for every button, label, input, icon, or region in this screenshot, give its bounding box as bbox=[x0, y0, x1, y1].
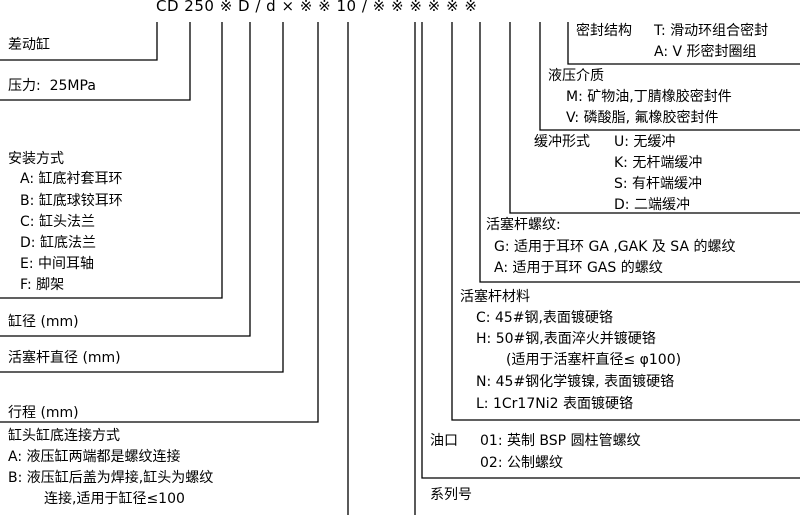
connection-title: 缸头缸底连接方式 bbox=[8, 428, 120, 444]
mounting-title: 安装方式 bbox=[8, 151, 64, 167]
line-pressure bbox=[0, 22, 191, 101]
mounting-option-d: D: 缸底法兰 bbox=[20, 235, 96, 251]
cylinder-type-label: 差动缸 bbox=[8, 37, 50, 53]
model-code: CD 250 ※ D / d × ※ ※ 10 / ※ ※ ※ ※ ※ ※ bbox=[156, 0, 478, 15]
connection-option-a: A: 液压缸两端都是螺纹连接 bbox=[8, 449, 181, 465]
mounting-option-c: C: 缸头法兰 bbox=[20, 214, 95, 230]
seal-title: 密封结构 bbox=[576, 23, 632, 39]
line-cylinder-type bbox=[0, 22, 158, 61]
series-label: 系列号 bbox=[430, 487, 472, 503]
line-rod-material bbox=[451, 22, 800, 421]
line-rod-diameter bbox=[0, 22, 284, 373]
cushion-option-u: U: 无缓冲 bbox=[614, 134, 676, 150]
mounting-option-a: A: 缸底衬套耳环 bbox=[20, 171, 123, 187]
bore-label: 缸径 (mm) bbox=[8, 314, 79, 330]
rod-diameter-label: 活塞杆直径 (mm) bbox=[8, 350, 121, 366]
oil-port-option-02: 02: 公制螺纹 bbox=[480, 455, 563, 471]
rod-material-title: 活塞杆材料 bbox=[460, 289, 530, 305]
line-oil-port bbox=[421, 22, 800, 479]
connection-option-b-cont: 连接,适用于缸径≤100 bbox=[44, 491, 185, 507]
line-mounting bbox=[0, 22, 223, 299]
line-bore bbox=[0, 22, 251, 337]
line-stroke bbox=[0, 22, 319, 423]
rod-material-option-n: N: 45#钢化学镀镍, 表面镀硬铬 bbox=[476, 374, 675, 390]
stroke-label: 行程 (mm) bbox=[8, 405, 79, 421]
seal-option-a: A: V 形密封圈组 bbox=[654, 44, 757, 60]
rod-thread-option-a: A: 适用于耳环 GAS 的螺纹 bbox=[494, 260, 663, 276]
line-cushion bbox=[509, 22, 800, 214]
rod-material-option-h: H: 50#钢,表面淬火并镀硬铬 bbox=[476, 331, 656, 347]
line-rod-thread bbox=[479, 22, 800, 283]
fluid-option-m: M: 矿物油,丁腈橡胶密封件 bbox=[566, 89, 732, 105]
line-seal bbox=[567, 22, 800, 65]
rod-material-option-l: L: 1Cr17Ni2 表面镀硬铬 bbox=[476, 396, 633, 412]
cushion-title: 缓冲形式 bbox=[534, 134, 590, 150]
rod-thread-option-g: G: 适用于耳环 GA ,GAK 及 SA 的螺纹 bbox=[494, 239, 736, 255]
cushion-option-d: D: 二端缓冲 bbox=[614, 197, 690, 213]
fluid-title: 液压介质 bbox=[548, 68, 604, 84]
oil-port-option-01: 01: 英制 BSP 圆柱管螺纹 bbox=[480, 433, 641, 449]
line-fluid bbox=[539, 22, 800, 131]
mounting-option-e: E: 中间耳轴 bbox=[20, 256, 95, 272]
mounting-option-f: F: 脚架 bbox=[20, 277, 65, 293]
rod-material-option-h-note: (适用于活塞杆直径≤ φ100) bbox=[506, 352, 682, 368]
seal-option-t: T: 滑动环组合密封 bbox=[654, 23, 769, 39]
rod-material-option-c: C: 45#钢,表面镀硬铬 bbox=[476, 310, 613, 326]
mounting-option-b: B: 缸底球铰耳环 bbox=[20, 193, 123, 209]
cushion-option-k: K: 无杆端缓冲 bbox=[614, 155, 703, 171]
pressure-label: 压力: 25MPa bbox=[8, 78, 96, 94]
cushion-option-s: S: 有杆端缓冲 bbox=[614, 176, 703, 192]
fluid-option-v: V: 磷酸脂, 氟橡胶密封件 bbox=[566, 110, 719, 126]
connection-option-b: B: 液压缸后盖为焊接,缸头为螺纹 bbox=[8, 470, 214, 486]
oil-port-label: 油口 bbox=[430, 433, 458, 449]
rod-thread-title: 活塞杆螺纹: bbox=[486, 217, 561, 233]
